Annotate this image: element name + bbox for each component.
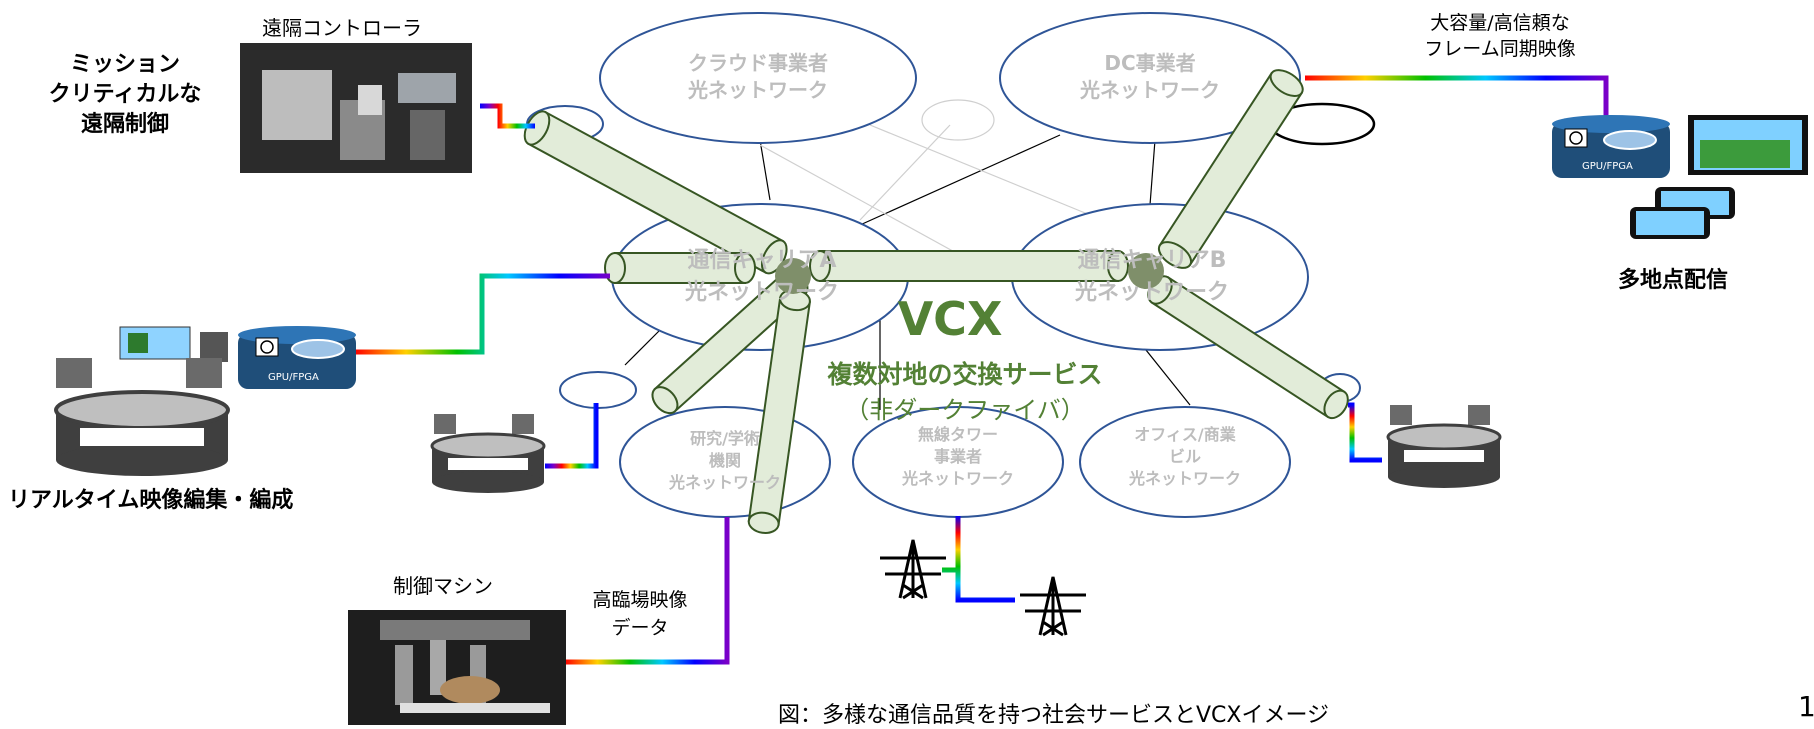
left-monitors-icon — [119, 326, 228, 362]
power-tower-icon-left — [880, 539, 946, 600]
control-machine-label: 制御マシン — [393, 574, 493, 598]
tube-carrier-a-to-machine — [747, 288, 811, 534]
tube-carrier-a-to-carrier-b — [809, 250, 1129, 282]
carrier-b-network-label: 通信キャリアB 光ネットワーク — [1074, 248, 1229, 305]
link-controller — [480, 103, 535, 129]
carrier-a-network-label: 通信キャリアA 光ネットワーク — [684, 248, 839, 305]
gpu-right-label: GPU/FPGA — [1582, 161, 1633, 172]
page-number: 1 — [1798, 690, 1814, 723]
tube-carrier-b-to-right-stadium — [1147, 275, 1349, 420]
tube-carrier-b-to-dc — [1157, 69, 1304, 269]
link-machine — [565, 517, 730, 665]
control-machine-photo — [348, 610, 566, 725]
tube-topleft-to-carrier-a — [523, 110, 788, 275]
link-right-stadium — [1348, 402, 1382, 463]
power-tower-icon-right — [1020, 576, 1086, 637]
vcx-paren: （非ダークファイバ） — [845, 396, 1085, 424]
link-dc-delivery — [1305, 75, 1609, 122]
vcx-title: VCX — [897, 292, 1003, 346]
stadium-large-left — [54, 358, 230, 476]
tube-left-to-carrier-a — [604, 252, 756, 284]
research-network-label: 研究/学術 機関 光ネットワーク — [668, 429, 781, 492]
gpu-left-label: GPU/FPGA — [268, 372, 319, 383]
large-capacity-label: 大容量/高信頼な フレーム同期映像 — [1424, 12, 1576, 60]
multi-point-label: 多地点配信 — [1618, 268, 1729, 293]
office-network-label: オフィス/商業 ビル 光ネットワーク — [1128, 425, 1241, 488]
gpu-server-left — [238, 326, 356, 389]
carrier-a-switch-node — [775, 258, 811, 294]
realtime-edit-label: リアルタイム映像編集・編成 — [8, 488, 294, 513]
stadium-small-left — [430, 414, 546, 493]
cloud-network-label: クラウド事業者 光ネットワーク — [688, 51, 828, 102]
right-tv-screens-icon — [1688, 115, 1808, 175]
cloud-network-ellipse — [599, 12, 917, 144]
faded-mesh-lines — [759, 99, 1091, 256]
link-realtime-edit — [355, 273, 610, 355]
dc-network-label: DC事業者 光ネットワーク — [1080, 51, 1220, 102]
vcx-subtitle: 複数対地の交換サービス — [827, 360, 1103, 389]
wireless-network-label: 無線タワー 事業者 光ネットワーク — [901, 425, 1014, 488]
small-ring-left — [559, 371, 637, 409]
link-power-towers — [942, 516, 1015, 603]
mission-critical-label: ミッション クリティカルな 遠隔制御 — [48, 52, 202, 137]
dc-network-ellipse — [999, 12, 1301, 144]
figure-caption: 図：多様な通信品質を持つ社会サービスとVCXイメージ — [778, 703, 1330, 728]
high-presence-label: 高臨場映像 データ — [592, 589, 688, 639]
carrier-b-switch-node — [1128, 253, 1164, 289]
smartphones-icon — [1630, 187, 1735, 239]
gpu-server-right — [1552, 115, 1670, 178]
remote-controller-photo — [240, 43, 472, 173]
stadium-small-right — [1386, 405, 1502, 488]
link-left-stadium — [545, 403, 599, 469]
remote-controller-label: 遠隔コントローラ — [262, 16, 422, 40]
office-network-ellipse — [1079, 406, 1291, 518]
